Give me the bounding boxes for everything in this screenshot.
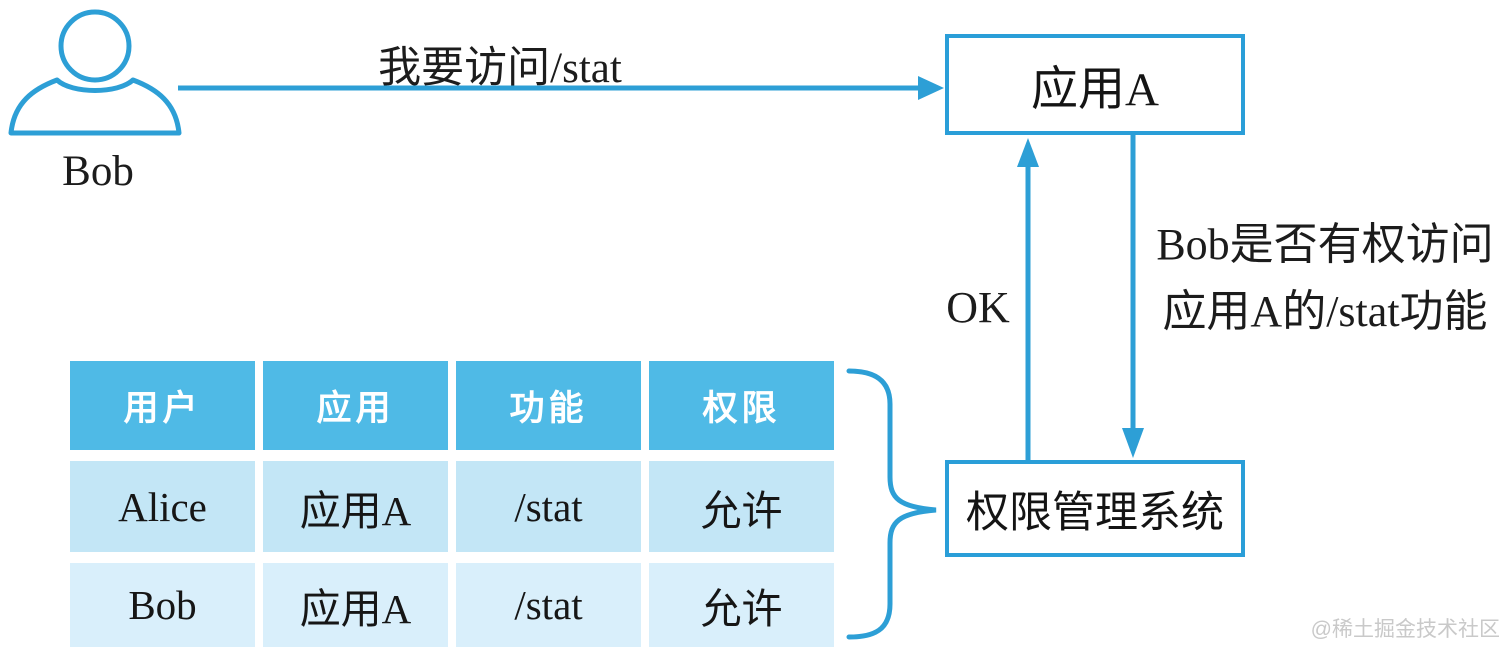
col-header-user: 用户 [70,361,255,450]
col-header-app: 应用 [263,361,448,450]
table-cell: /stat [456,461,641,552]
app-a-label: 应用A [1031,64,1159,116]
permission-system-node: 权限管理系统 [945,460,1245,557]
col-header-function: 功能 [456,361,641,450]
table-cell: 应用A [263,461,448,552]
app-a-node: 应用A [945,34,1245,135]
down-arrow-icon [1122,134,1144,458]
table-cell: 允许 [649,461,834,552]
permission-query-line2: 应用A的/stat功能 [1162,287,1488,336]
table-cell: 允许 [649,563,834,647]
request-arrow-label: 我要访问/stat [378,45,622,92]
table-cell: Alice [70,461,255,552]
permission-query-line1: Bob是否有权访问 [1156,220,1494,269]
permission-query-label: Bob是否有权访问 应用A的/stat功能 [1138,211,1512,345]
permission-system-label: 权限管理系统 [966,489,1224,537]
right-arrow-icon [178,76,944,100]
user-shoulders [8,77,182,136]
ok-response-label: OK [946,283,1010,332]
up-arrow-icon [1017,138,1039,461]
actor-label: Bob [62,148,134,195]
table-cell: /stat [456,563,641,647]
user-icon [8,9,182,136]
table-cell: 应用A [263,563,448,647]
col-header-permission: 权限 [649,361,834,450]
permission-table: 用户 应用 功能 权限 Alice 应用A /stat 允许 Bob 应用A /… [70,361,834,647]
curly-brace-icon [846,368,937,640]
watermark: @稀土掘金技术社区 [1310,618,1500,641]
table-cell: Bob [70,563,255,647]
user-head [58,9,132,83]
